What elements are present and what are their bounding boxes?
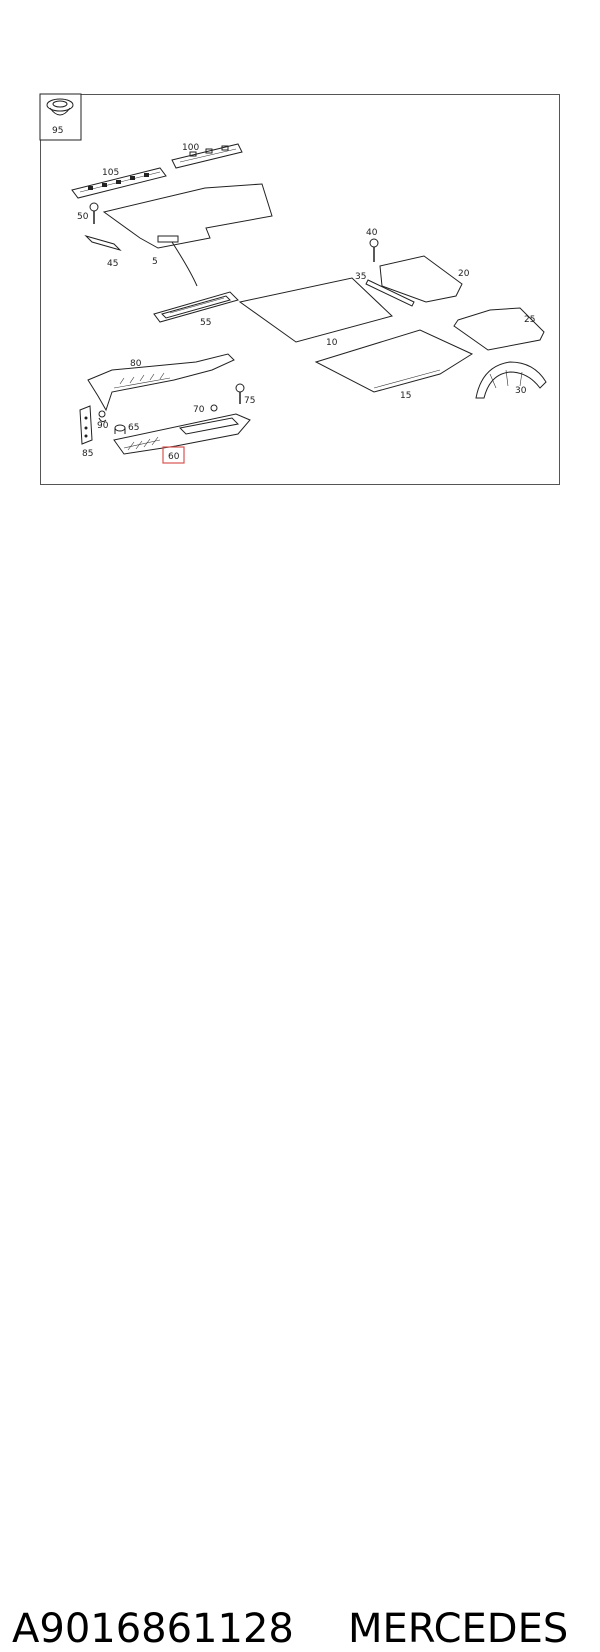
- part-35-strip: 35: [355, 272, 415, 307]
- callout-90: 90: [97, 421, 109, 431]
- part-number-text: A9016861128: [12, 1606, 294, 1652]
- callout-65: 65: [128, 423, 139, 433]
- part-5-floor-panel: 5: [102, 183, 273, 287]
- part-105-rail: 105: [71, 167, 167, 199]
- part-15-rear-panel: 15: [314, 329, 474, 401]
- inset-box-95: 95: [39, 93, 82, 141]
- part-80-side-trim: 80: [87, 353, 235, 412]
- callout-95: 95: [52, 126, 63, 136]
- exploded-parts-diagram: 95 100 105 50 45 5: [39, 93, 547, 464]
- part-65-cap: 65: [114, 423, 139, 434]
- part-100-rail: 100: [171, 143, 243, 169]
- part-40-screw: 40: [366, 228, 379, 262]
- part-20-panel: 20: [379, 255, 470, 303]
- callout-40: 40: [366, 228, 378, 238]
- callout-15: 15: [400, 391, 411, 401]
- brand-text: MERCEDES: [348, 1606, 569, 1652]
- highlighted-callout-box: [162, 446, 185, 464]
- part-85-bracket: 85: [79, 405, 93, 459]
- callout-35: 35: [355, 272, 366, 282]
- callout-75: 75: [244, 396, 255, 406]
- part-75-bolt: 75: [235, 383, 255, 406]
- callout-70: 70: [193, 405, 205, 415]
- part-60-step-plate: 60: [113, 413, 251, 464]
- callout-20: 20: [458, 269, 470, 279]
- part-30-wheel-arch: 30: [475, 361, 547, 399]
- part-90-clip: 90: [97, 410, 109, 431]
- callout-10: 10: [326, 338, 338, 348]
- part-55-step-panel: 55: [153, 291, 239, 328]
- callout-45: 45: [107, 259, 118, 269]
- callout-30: 30: [515, 386, 527, 396]
- callout-55: 55: [200, 318, 211, 328]
- callout-80: 80: [130, 359, 142, 369]
- callout-85: 85: [82, 449, 93, 459]
- part-70-pin: 70: [193, 404, 218, 415]
- caption-bar: A9016861128 MERCEDES: [0, 800, 600, 1652]
- callout-105: 105: [102, 168, 119, 178]
- part-50-screw: 50: [77, 202, 99, 224]
- callout-5: 5: [152, 257, 158, 267]
- callout-25: 25: [524, 315, 535, 325]
- part-10-main-panel: 10: [238, 277, 393, 348]
- part-45-strip: 45: [84, 234, 122, 269]
- callout-100: 100: [182, 143, 199, 153]
- callout-60: 60: [168, 452, 180, 462]
- callout-50: 50: [77, 212, 89, 222]
- part-25-panel: 25: [453, 307, 545, 351]
